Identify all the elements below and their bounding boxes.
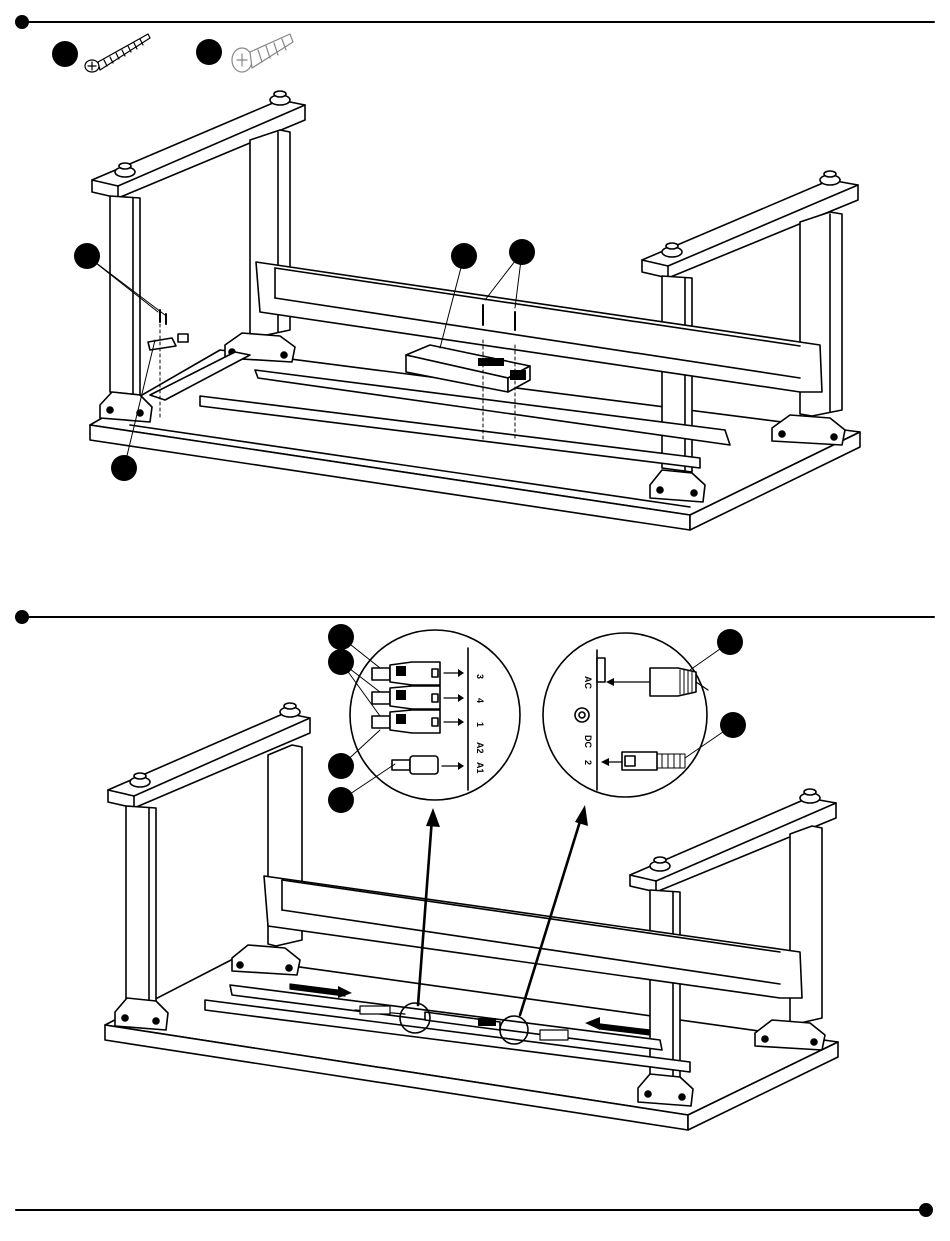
port-label-a2: A2 bbox=[475, 742, 485, 754]
step-2-callout-e bbox=[717, 629, 743, 655]
power-label-dc: DC bbox=[583, 735, 593, 748]
step-2-callout-f bbox=[720, 712, 746, 738]
detail-circle-power: AC DC 2 bbox=[543, 633, 708, 797]
step-1-section bbox=[15, 15, 934, 530]
port-label-3: 3 bbox=[475, 674, 485, 679]
port-label-4: 4 bbox=[475, 698, 485, 703]
step-1-callout-c bbox=[509, 239, 535, 265]
step-2-callout-b bbox=[328, 649, 354, 675]
step-1-marker-dot bbox=[15, 15, 29, 29]
part-callout-2 bbox=[196, 39, 222, 65]
footer-marker-dot bbox=[919, 1203, 933, 1217]
port-label-1: 1 bbox=[475, 722, 485, 727]
detail-circle-ports: 3 4 1 A2 A1 bbox=[350, 630, 520, 800]
port-label-a1: A1 bbox=[475, 762, 485, 774]
step-2-callout-c bbox=[328, 753, 354, 779]
step-2-callout-a bbox=[328, 624, 354, 650]
part-callout-1 bbox=[52, 41, 78, 67]
power-label-2: 2 bbox=[583, 760, 593, 765]
screw-long-icon bbox=[85, 34, 150, 72]
step-2-callout-d bbox=[328, 787, 354, 813]
step-1-callout-a bbox=[74, 243, 100, 269]
footer-section bbox=[16, 1203, 933, 1217]
step-2-section: 3 4 1 A2 A1 bbox=[15, 610, 934, 1130]
step-1-callout-b bbox=[451, 243, 477, 269]
power-label-ac: AC bbox=[583, 676, 593, 689]
step-1-callout-d bbox=[111, 455, 137, 481]
step-2-marker-dot bbox=[15, 610, 29, 624]
screw-short-icon bbox=[232, 34, 293, 72]
